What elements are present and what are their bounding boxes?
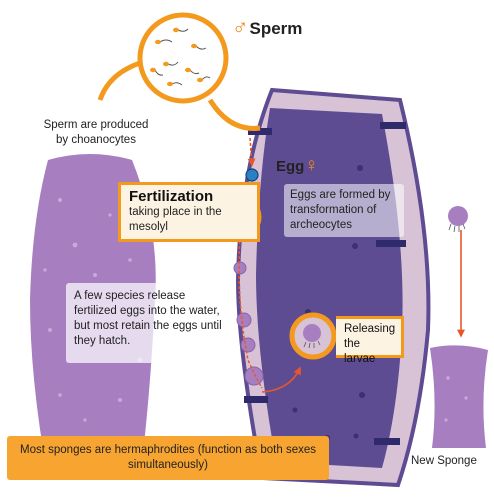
sperm-label: Sperm <box>249 19 303 38</box>
fertilization-subtitle: taking place in the mesolyl <box>129 206 222 233</box>
sperm-bubble <box>137 12 229 104</box>
new-sponge <box>430 345 488 448</box>
hermaphrodites-banner: Most sponges are hermaphrodites (functio… <box>7 436 329 480</box>
releasing-larvae-callout: Releasing the larvae <box>336 316 404 365</box>
larva-icon <box>303 324 321 342</box>
few-species-caption: A few species release fertilized eggs in… <box>66 283 232 363</box>
free-larva-cilia <box>448 223 466 233</box>
new-sponge-label: New Sponge <box>411 455 477 467</box>
eggs-formed-caption: Eggs are formed by transformation of arc… <box>284 184 404 237</box>
sperm-connector-right <box>207 98 261 131</box>
fertilization-callout: Fertilization taking place in the mesoly… <box>118 182 260 242</box>
sperm-path-arrow <box>247 137 256 167</box>
developing-embryos <box>233 261 264 386</box>
new-sponge-pores <box>444 376 468 422</box>
female-symbol-icon: ♀ <box>304 155 319 176</box>
sperm-heads <box>150 27 203 87</box>
larva-release-arrow <box>261 366 301 393</box>
wall-pores <box>244 122 406 445</box>
egg-cell-icon <box>245 168 259 182</box>
egg-label: Egg <box>276 158 305 175</box>
egg-title: Egg♀ <box>276 155 319 177</box>
male-symbol-icon: ♂ <box>232 14 249 39</box>
free-larva-icon <box>448 206 468 226</box>
sperm-produced-caption: Sperm are produced by choanocytes <box>43 119 149 146</box>
embryo-migration-line <box>238 235 263 389</box>
sperm-title: ♂Sperm <box>232 14 302 40</box>
fertilization-title: Fertilization <box>129 188 214 205</box>
larva-cilia <box>303 340 321 349</box>
